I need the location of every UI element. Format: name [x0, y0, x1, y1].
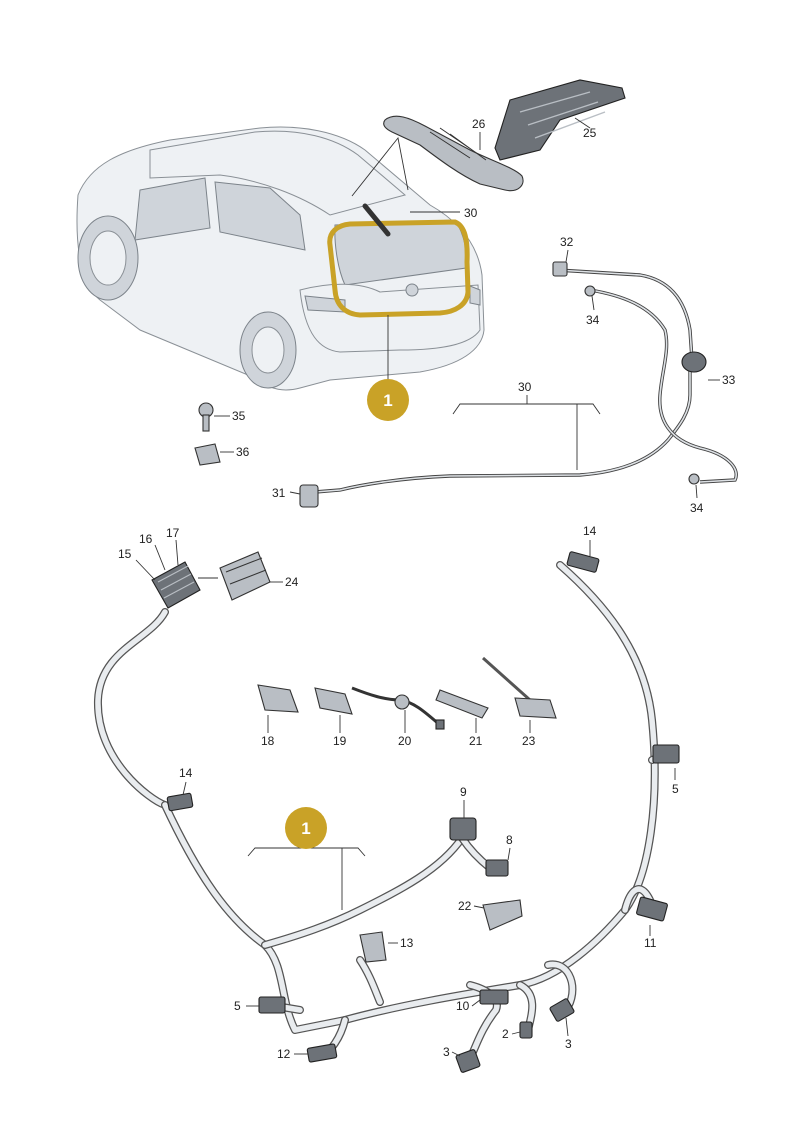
label-26: 26 — [472, 117, 486, 131]
label-31: 31 — [272, 486, 286, 500]
part-26-hose-cover — [383, 115, 524, 192]
rear-wiper-blade — [362, 203, 391, 237]
label-3b: 3 — [443, 1045, 450, 1059]
part-21 — [435, 689, 489, 719]
label-18: 18 — [261, 734, 275, 748]
part-18 — [257, 684, 299, 713]
part-labels: 30 26 25 32 34 33 30 34 31 35 36 15 16 1… — [118, 117, 736, 1061]
part-20 — [351, 686, 445, 730]
label-23: 23 — [522, 734, 536, 748]
part-19 — [314, 687, 353, 715]
label-33: 33 — [722, 373, 736, 387]
label-13: 13 — [400, 936, 414, 950]
part-25-bracket — [494, 79, 626, 161]
part-23 — [482, 656, 557, 719]
label-8: 8 — [506, 833, 513, 847]
part-36-clip — [194, 443, 221, 466]
label-14b: 14 — [179, 766, 193, 780]
label-16: 16 — [139, 532, 153, 546]
label-9: 9 — [460, 785, 467, 799]
label-5b: 5 — [234, 999, 241, 1013]
label-3a: 3 — [565, 1037, 572, 1051]
badge-bottom-text: 1 — [301, 819, 310, 838]
part-24-cover — [219, 551, 271, 601]
badge-bottom: 1 — [285, 807, 327, 849]
part-15-16-17-connector — [151, 561, 201, 609]
label-34b: 34 — [690, 501, 704, 515]
label-14a: 14 — [583, 524, 597, 538]
label-11: 11 — [644, 936, 657, 950]
hose-30 — [299, 261, 738, 508]
main-wiring-harness — [93, 561, 669, 1062]
label-34a: 34 — [586, 313, 600, 327]
label-32: 32 — [560, 235, 574, 249]
label-2: 2 — [502, 1027, 509, 1041]
leader-lines — [135, 117, 720, 1057]
badge-top-text: 1 — [383, 391, 392, 410]
harness-connectors — [166, 551, 680, 1073]
label-35: 35 — [232, 409, 246, 423]
label-10: 10 — [456, 999, 470, 1013]
label-20: 20 — [398, 734, 412, 748]
vehicle-illustration — [76, 126, 485, 391]
label-21: 21 — [469, 734, 483, 748]
label-5a: 5 — [672, 782, 679, 796]
label-22: 22 — [458, 899, 472, 913]
label-17: 17 — [166, 526, 180, 540]
label-36: 36 — [236, 445, 250, 459]
leader-car-26 — [351, 136, 409, 197]
label-24: 24 — [285, 575, 299, 589]
label-30b: 30 — [518, 380, 532, 394]
label-30a: 30 — [464, 206, 478, 220]
label-15: 15 — [118, 547, 132, 561]
label-19: 19 — [333, 734, 347, 748]
badge-top: 1 — [367, 379, 409, 421]
label-25: 25 — [583, 126, 597, 140]
tailgate-seal-highlight — [327, 219, 471, 318]
label-12: 12 — [277, 1047, 291, 1061]
part-35-screw — [198, 402, 214, 432]
